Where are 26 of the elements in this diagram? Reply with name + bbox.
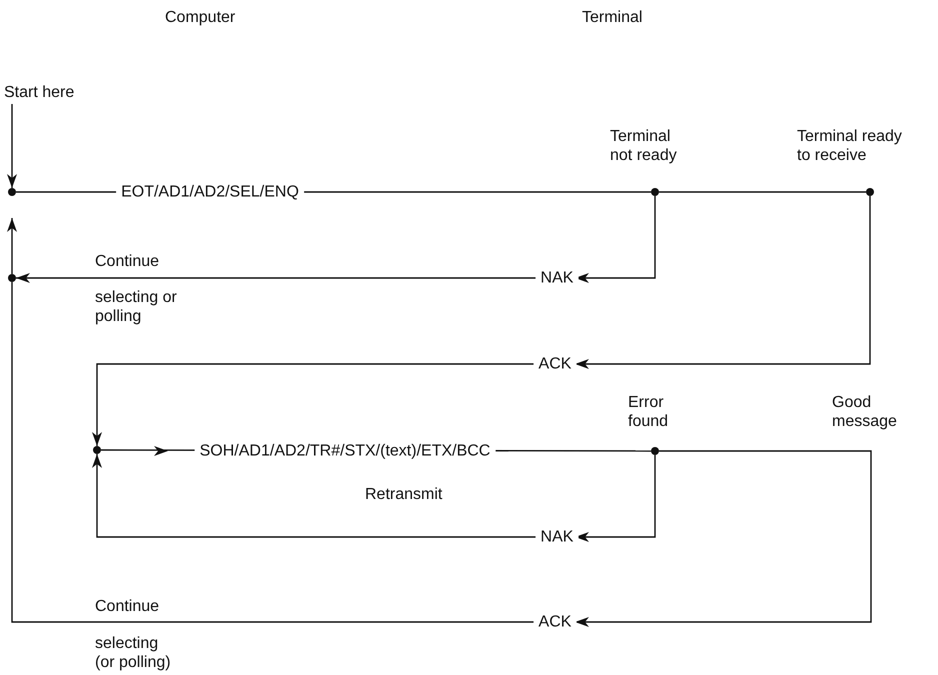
junction-dot [651,188,659,196]
annotation-text: Retransmit [365,485,442,504]
annotation-text: selecting or polling [95,288,178,326]
edge-label: SOH/AD1/AD2/TR#/STX/(text)/ETX/BCC [194,442,496,460]
junction-dot [93,446,101,454]
annotation-text: Continue [95,252,160,271]
state-note: Terminal not ready [610,127,678,165]
annotation-text: Good message [832,393,898,431]
message-arrow [92,454,656,542]
junction-dot [8,188,16,196]
junction-dot [866,188,874,196]
annotation-text: Continue [95,597,160,616]
annotation-text: selecting (or polling) [95,634,172,672]
edge-label: EOT/AD1/AD2/SEL/ENQ [116,182,304,202]
state-note: Error found [628,393,670,431]
message-arrow [16,196,656,283]
message-arrow [92,196,871,446]
state-note: Terminal ready to receive [797,127,903,165]
junction-dot [8,274,16,282]
flow-arrow [7,104,17,188]
column-heading: Terminal [582,8,642,27]
junction-dot [651,447,659,455]
message-arrow [11,282,872,627]
column-heading: Computer [165,8,236,27]
start-label: Start here [4,84,74,102]
flow-arrow [7,218,17,274]
